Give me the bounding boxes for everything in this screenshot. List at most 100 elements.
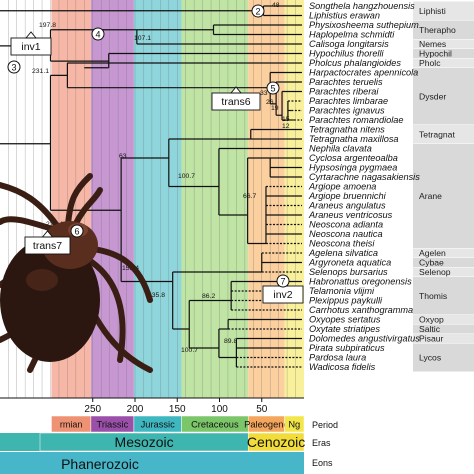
taxon-label: Argiope amoena (308, 182, 376, 192)
taxon-label: Parachtes riberai (309, 87, 379, 97)
node-marker: 3 (7, 60, 21, 74)
scale-tick-label: 50 (256, 404, 268, 415)
node-marker-number: 5 (270, 84, 275, 94)
node-age-label: 100.7 (178, 173, 195, 180)
family-label: Oxyop (419, 315, 444, 325)
taxon-label: Neoscona adianta (309, 220, 383, 230)
taxon-label: Pardosa laura (309, 353, 366, 363)
scale-tick-label: 150 (169, 404, 186, 415)
taxon-label: Plexippus paykulli (309, 296, 383, 306)
family-bar (413, 58, 474, 68)
node-marker-circle (91, 27, 105, 41)
taxon-label: Parachtes ignavus (309, 106, 385, 116)
event-box: trans6 (211, 86, 261, 111)
period-label: Paleogene (244, 420, 288, 430)
family-label: Pisaur (419, 334, 443, 344)
family-bar (413, 125, 474, 144)
family-label: Selenop (419, 267, 451, 277)
eon-cell (0, 452, 304, 474)
taxon-label: Carrhotus xanthogramma (309, 305, 413, 315)
family-label: Tetragnat (419, 129, 455, 139)
node-age-label: 66.7 (243, 193, 256, 200)
node-age-label: 19 (271, 105, 279, 112)
family-label: Dysder (419, 91, 446, 101)
spider-sheen (26, 269, 58, 291)
scale-tick-label: 100 (211, 404, 228, 415)
period-cell (284, 415, 305, 433)
scale-tick-label: 250 (84, 404, 101, 415)
family-label: Hypochil (419, 49, 452, 59)
spider-leg (72, 187, 103, 228)
event-label: trans6 (221, 96, 250, 108)
spider-abdomen (0, 238, 100, 362)
eon-label: Phanerozoic (61, 456, 139, 472)
event-box-pointer (25, 31, 37, 39)
node-marker-number: 3 (11, 63, 16, 73)
node-age-label: 15 (282, 116, 290, 123)
family-bar (413, 334, 474, 343)
family-bar (413, 258, 474, 267)
family-bar (413, 267, 474, 277)
node-age-label: 63 (119, 153, 127, 160)
taxon-label: Wadicosa fidelis (309, 362, 376, 372)
taxon-label: Argiope bruennichi (308, 191, 387, 201)
family-label: Pholc (419, 58, 441, 68)
node-marker: 6 (70, 224, 84, 238)
family-label: Therapho (419, 25, 456, 35)
spider-leg (0, 182, 63, 233)
family-bar (413, 20, 474, 39)
node-age-label: 12 (282, 123, 290, 130)
taxon-label: Calisoga longitarsis (309, 39, 389, 49)
event-label: trans7 (33, 240, 62, 252)
node-age-label: 89.8 (224, 338, 237, 345)
node-age-label: 100.7 (181, 347, 198, 354)
node-age-label: 197.8 (39, 22, 56, 29)
node-age-label: 86.2 (202, 293, 215, 300)
event-box: inv1 (10, 31, 52, 56)
family-labels: LiphistiTheraphoNemesHypochilPholcDysder… (413, 1, 474, 372)
taxon-label: Nephila clavata (309, 144, 372, 154)
node-marker-circle (276, 274, 290, 288)
period-label: Ng (288, 420, 300, 430)
family-label: Cybae (419, 258, 444, 268)
node-age-label: 33 (260, 90, 268, 97)
taxon-label: Dolomedes angustivirgatus (309, 334, 420, 344)
scale-tick-label: 200 (127, 404, 144, 415)
family-label: Lycos (419, 353, 441, 363)
node-age-label: 107.1 (134, 35, 151, 42)
taxon-label: Hypochilus thorelli (309, 49, 385, 59)
taxon-label: Physixosheema suthepium (309, 20, 419, 30)
taxon-label: Pirata subpiraticus (309, 343, 385, 353)
event-box: trans7 (24, 230, 71, 255)
family-bar (413, 144, 474, 248)
period-band (181, 0, 249, 398)
period-label: Cretaceous (191, 420, 239, 430)
taxon-label: Parachtes limbarae (309, 96, 388, 106)
taxon-label: Tetragnatha maxillosa (309, 134, 399, 144)
taxon-label: Cyrtarachne nagasakiensis (309, 172, 420, 182)
taxon-label: Parachtes romandiolae (309, 115, 403, 125)
period-label: rmian (60, 420, 83, 430)
family-label: Thomis (419, 291, 447, 301)
taxon-label: Oxytate striatipes (309, 324, 380, 334)
node-marker: 4 (91, 27, 105, 41)
family-bar (413, 49, 474, 58)
taxon-label: Tetragnatha nitens (309, 125, 385, 135)
family-bar (413, 324, 474, 334)
event-label: inv2 (273, 289, 292, 301)
taxon-label: Telamonia vlijmi (309, 286, 375, 296)
era-label: Mesozoic (115, 434, 174, 450)
family-bar (413, 248, 474, 258)
scale-row-label: Eras (312, 438, 331, 448)
family-label: Arane (419, 191, 442, 201)
taxon-label: Selenops bursarius (309, 267, 388, 277)
family-bar (413, 1, 474, 20)
node-age-label: 48 (272, 2, 280, 9)
period-label: Triassic (97, 420, 129, 430)
event-label: inv1 (21, 41, 40, 53)
node-marker-number: 2 (255, 7, 260, 17)
event-box-pointer (41, 230, 54, 238)
node-marker-number: 4 (95, 30, 100, 40)
